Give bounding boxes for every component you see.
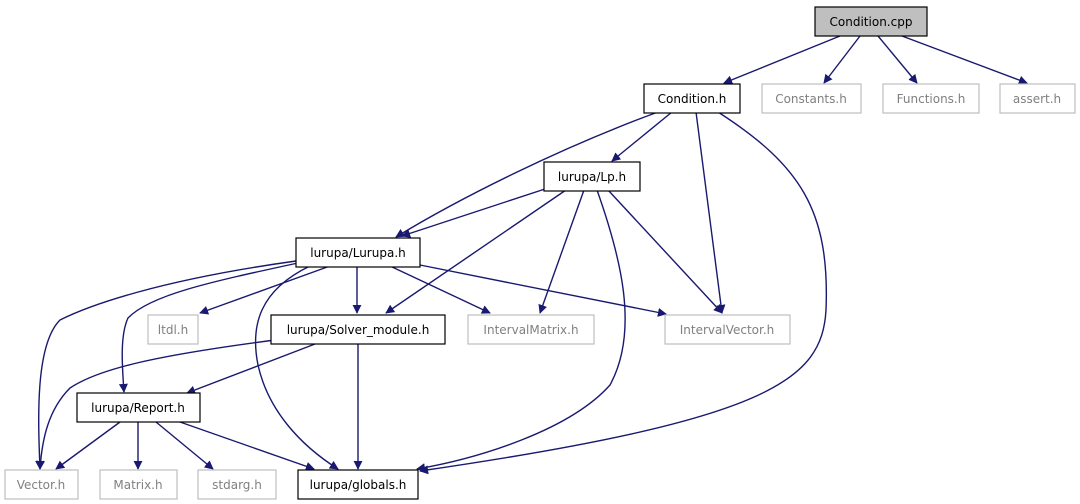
- node-report-h[interactable]: lurupa/Report.h: [76, 392, 201, 423]
- edge: [55, 421, 121, 470]
- edge: [695, 111, 726, 314]
- edge: [395, 111, 659, 238]
- nodes-layer: Condition.cpp Condition.h Constants.h Fu…: [4, 6, 1076, 500]
- node-label: Condition.cpp: [830, 15, 913, 29]
- edge: [416, 189, 626, 473]
- edge: [186, 343, 316, 395]
- edge: [538, 189, 585, 314]
- edge: [389, 265, 491, 314]
- node-label: lurupa/globals.h: [310, 478, 407, 492]
- node-globals-h[interactable]: lurupa/globals.h: [297, 469, 419, 500]
- edge: [877, 35, 918, 84]
- node-label: Matrix.h: [113, 478, 162, 492]
- node-solver-module-h[interactable]: lurupa/Solver_module.h: [270, 314, 446, 345]
- node-condition-h[interactable]: Condition.h: [643, 83, 741, 114]
- node-label: Condition.h: [658, 92, 727, 106]
- node-lp-h[interactable]: lurupa/Lp.h: [543, 161, 641, 192]
- node-stdarg-h: stdarg.h: [197, 469, 277, 500]
- node-intervalmatrix-h: IntervalMatrix.h: [467, 314, 595, 345]
- edge: [155, 421, 214, 470]
- edge: [823, 35, 861, 84]
- node-ltdl-h: ltdl.h: [147, 314, 199, 345]
- node-condition-cpp[interactable]: Condition.cpp: [814, 6, 928, 37]
- node-label: lurupa/Report.h: [91, 401, 185, 415]
- node-label: lurupa/Solver_module.h: [287, 323, 430, 337]
- edge: [901, 35, 1028, 85]
- node-label: ltdl.h: [158, 323, 188, 337]
- edge: [611, 111, 673, 162]
- edge: [36, 339, 276, 470]
- node-label: IntervalMatrix.h: [483, 323, 578, 337]
- edge: [723, 35, 841, 85]
- node-matrix-h: Matrix.h: [99, 469, 178, 500]
- node-intervalvector-h: IntervalVector.h: [664, 314, 791, 345]
- node-label: Constants.h: [775, 92, 847, 106]
- node-vector-h: Vector.h: [4, 469, 79, 500]
- node-label: Functions.h: [897, 92, 966, 106]
- edge: [35, 260, 297, 470]
- node-label: stdarg.h: [212, 478, 262, 492]
- edge: [385, 189, 567, 314]
- node-label: Vector.h: [17, 478, 66, 492]
- node-label: IntervalVector.h: [680, 323, 775, 337]
- edge: [401, 187, 549, 238]
- edge: [118, 262, 299, 393]
- node-assert-h: assert.h: [999, 83, 1076, 114]
- node-lurupa-h[interactable]: lurupa/Lurupa.h: [295, 237, 421, 268]
- edge: [607, 189, 723, 314]
- edge: [254, 265, 339, 470]
- node-functions-h: Functions.h: [882, 83, 980, 114]
- edge: [419, 264, 667, 317]
- node-label: lurupa/Lurupa.h: [310, 246, 406, 260]
- node-label: lurupa/Lp.h: [558, 170, 626, 184]
- edge: [179, 421, 315, 471]
- edge: [419, 111, 828, 475]
- node-label: assert.h: [1013, 92, 1061, 106]
- edge: [199, 265, 331, 315]
- node-constants-h: Constants.h: [761, 83, 862, 114]
- edges-layer: [35, 35, 1028, 475]
